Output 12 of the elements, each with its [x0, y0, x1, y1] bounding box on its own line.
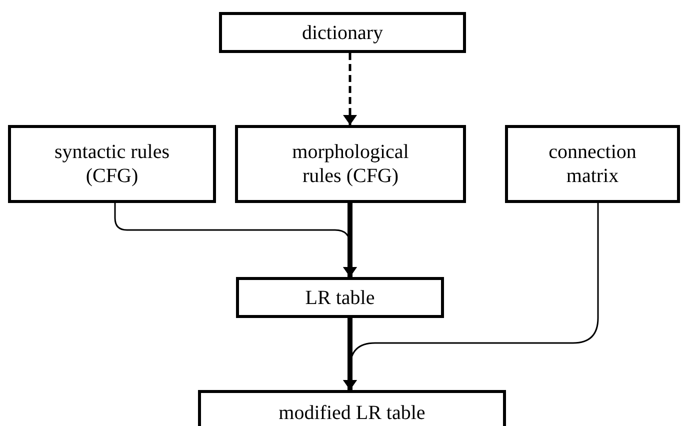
box-label: dictionary [302, 20, 384, 44]
box-label: modified LR table [278, 401, 426, 425]
process-box [235, 125, 466, 203]
box-label: syntactic rules (CFG) [54, 140, 170, 188]
box-label: LR table [305, 286, 375, 310]
box-label: connection matrix [548, 140, 638, 188]
process-box [236, 277, 444, 318]
box-label: morphological rules (CFG) [291, 140, 410, 188]
arrow [343, 53, 357, 125]
process-box [505, 125, 680, 203]
process-box [8, 125, 216, 203]
process-box [219, 12, 466, 53]
